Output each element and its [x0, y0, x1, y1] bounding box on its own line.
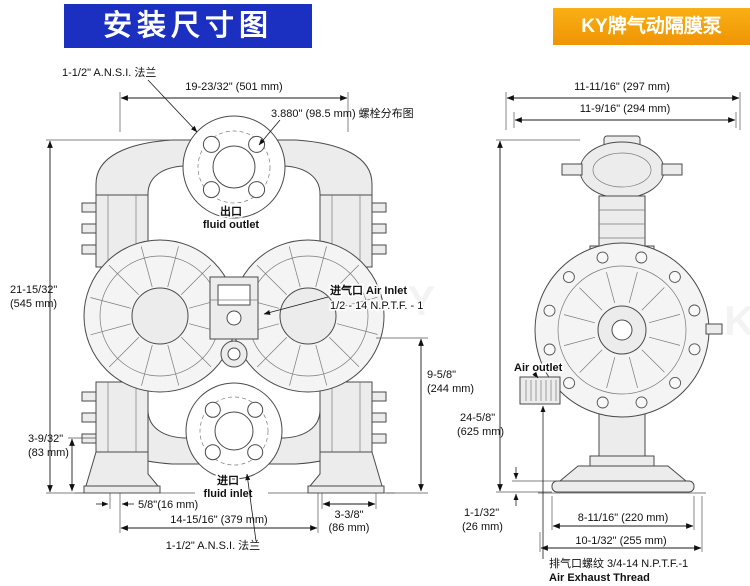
dim-bolt-span: 14-15/16" (379 mm)	[170, 514, 267, 526]
top-clamp	[561, 135, 683, 199]
dim-foot-span: 8-11/16" (220 mm)	[578, 512, 669, 524]
dim-foot-thickness-in: 1-1/32"	[464, 507, 499, 519]
top-manifold	[95, 139, 373, 215]
label-outlet-en: fluid outlet	[203, 219, 260, 231]
label-inlet-cn: 进口	[217, 473, 239, 487]
dim-overall-height-side-mm: (625 mm)	[457, 426, 504, 438]
front-view-dimensions: 19-23/32" (501 mm) 1-1/2" A.N.S.I. 法兰 3.…	[10, 65, 474, 552]
bottom-left-tower	[81, 381, 149, 453]
dim-inlet-height-in: 9-5/8"	[427, 369, 456, 381]
label-exhaust-2: Air Exhaust Thread	[549, 572, 650, 584]
right-diaphragm-chamber	[231, 239, 385, 393]
label-outlet-cn: 出口	[220, 204, 242, 218]
dim-overall-height-in: 21-15/32"	[10, 284, 57, 296]
dim-foot-width-in: 3-3/8"	[335, 509, 364, 521]
dim-foot-thickness-mm: (26 mm)	[462, 521, 503, 533]
pump-side-view	[519, 135, 723, 494]
label-bolt-circle: 3.880" (98.5 mm) 螺栓分布图	[271, 106, 414, 120]
label-air-outlet: Air outlet	[514, 362, 563, 374]
label-bottom-flange: 1-1/2" A.N.S.I. 法兰	[166, 538, 260, 552]
dim-overall-height-mm: (545 mm)	[10, 298, 57, 310]
label-exhaust-1: 排气口螺纹 3/4-14 N.P.T.F.-1	[549, 556, 688, 570]
dim-foot-width-mm: (86 mm)	[329, 522, 370, 534]
air-valve-block	[209, 276, 259, 368]
dim-overall-height-side-in: 24-5/8"	[460, 412, 495, 424]
pump-front-view	[75, 115, 395, 494]
dim-base-height-mm: (83 mm)	[28, 447, 69, 459]
label-air-inlet-1: 进气口 Air Inlet	[330, 283, 407, 297]
dim-overall-depth-1: 11-11/16" (297 mm)	[574, 81, 670, 93]
dim-inlet-height-mm: (244 mm)	[427, 383, 474, 395]
dim-base-span: 10-1/32" (255 mm)	[575, 535, 666, 547]
lower-column	[589, 413, 655, 467]
bottom-flange	[185, 382, 283, 480]
page-title: 安装尺寸图	[64, 4, 312, 48]
label-top-flange: 1-1/2" A.N.S.I. 法兰	[62, 65, 156, 79]
dim-overall-width: 19-23/32" (501 mm)	[185, 81, 282, 93]
label-inlet-en: fluid inlet	[204, 488, 253, 500]
side-view-dimensions: 11-11/16" (297 mm) 11-9/16" (294 mm) Air…	[457, 81, 741, 584]
label-air-inlet-2: 1/2 - 14 N.P.T.F. - 1	[330, 300, 423, 312]
dim-base-height-in: 3-9/32"	[28, 433, 63, 445]
bottom-right-tower	[319, 381, 387, 453]
side-view-foot	[551, 465, 695, 493]
left-diaphragm-chamber	[83, 239, 237, 393]
top-flange	[182, 115, 286, 219]
side-housing	[534, 242, 723, 418]
dim-foot-offset: 5/8"(16 mm)	[138, 499, 198, 511]
brand-badge: KY牌气动隔膜泵	[553, 8, 750, 45]
front-view-feet	[83, 451, 385, 494]
air-outlet-muffler	[519, 376, 561, 405]
dim-overall-depth-2: 11-9/16" (294 mm)	[580, 103, 671, 115]
